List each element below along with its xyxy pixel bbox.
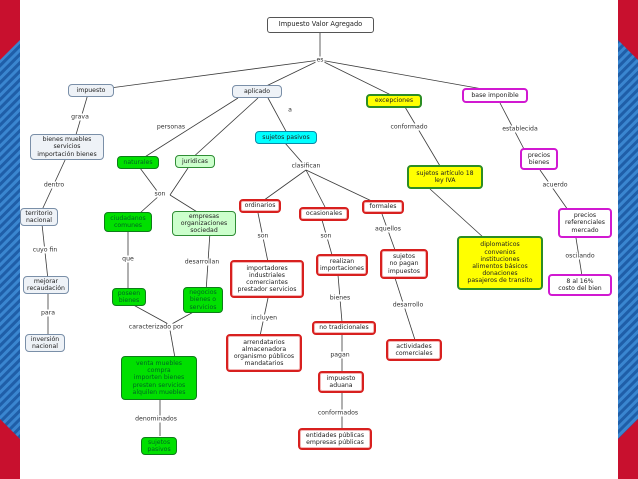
node-territorio[interactable]: territorio nacional xyxy=(20,208,58,226)
node-ordinarios[interactable]: ordinarios xyxy=(239,199,281,213)
label-que: que xyxy=(121,255,135,263)
label-para: para xyxy=(39,309,57,317)
label-son-ordinarios: son xyxy=(256,232,270,240)
label-incluyen: incluyen xyxy=(249,314,279,322)
node-base-imponible[interactable]: base imponible xyxy=(462,88,528,103)
node-impuesto-aduana[interactable]: impuesto aduana xyxy=(318,371,364,393)
node-naturales[interactable]: naturales xyxy=(117,156,159,169)
node-ocho-al-16[interactable]: 8 al 16% costo del bien xyxy=(548,274,612,296)
node-sujetos-articulo[interactable]: sujetos artículo 18 ley IVA xyxy=(407,165,483,189)
node-no-tradicionales[interactable]: no tradicionales xyxy=(312,321,376,335)
label-dentro: dentro xyxy=(42,181,66,189)
node-negocios[interactable]: negocios bienes o servicios xyxy=(183,287,223,313)
node-impuesto[interactable]: impuesto xyxy=(68,84,114,97)
node-realizan[interactable]: realizan importaciones xyxy=(316,254,368,276)
node-formales[interactable]: formales xyxy=(362,200,404,214)
label-son-ocasionales: son xyxy=(319,232,333,240)
label-es: es xyxy=(315,56,325,64)
node-mejorar[interactable]: mejorar recaudación xyxy=(23,276,69,294)
label-clasifican: clasifican xyxy=(290,162,322,170)
label-aquellos: aquellos xyxy=(374,225,402,233)
node-empresas[interactable]: empresas organizaciones sociedad xyxy=(172,211,236,236)
label-cuyo-fin: cuyo fin xyxy=(31,246,59,254)
node-venta-muebles[interactable]: venta muebles compra importen bienes pre… xyxy=(121,356,197,400)
label-denominados: denominados xyxy=(134,415,178,423)
node-precios-bienes[interactable]: precios bienes xyxy=(520,148,558,170)
label-acuerdo: acuerdo xyxy=(541,181,569,189)
label-oscilando: oscilando xyxy=(564,252,596,260)
label-pagan: pagan xyxy=(329,351,351,359)
label-desarrollo: desarrollo xyxy=(391,301,425,309)
node-juridicas[interactable]: juridicas xyxy=(175,155,215,168)
node-ocasionales[interactable]: ocasionales xyxy=(299,207,349,221)
label-a: a xyxy=(287,106,293,114)
label-establecida: establecida xyxy=(501,125,539,133)
node-arrendatarios[interactable]: arrendatarios almacenadora organismo púb… xyxy=(226,334,302,372)
node-excepciones[interactable]: excepciones xyxy=(366,94,422,108)
node-diplomaticos[interactable]: diplomaticos convenios instituciones ali… xyxy=(457,236,543,290)
node-precios-referenciales[interactable]: precios referenciales mercado xyxy=(558,208,612,238)
label-caracterizado: caracterizado por xyxy=(127,323,185,331)
node-entidades[interactable]: entidades públicas empresas públicas xyxy=(298,428,372,450)
label-desarrollan: desarrollan xyxy=(183,258,221,266)
root-node[interactable]: Impuesto Valor Agregado xyxy=(267,17,374,33)
label-bienes: bienes xyxy=(328,294,352,302)
label-grava: grava xyxy=(70,113,90,121)
node-sujetos-pasivos[interactable]: sujetos pasivos xyxy=(255,131,317,144)
node-bienes-muebles[interactable]: bienes muebles servicios importación bie… xyxy=(30,134,104,160)
concept-map-canvas: Impuesto Valor Agregado impuesto bienes … xyxy=(20,0,618,479)
node-inversion[interactable]: inversión nacional xyxy=(25,334,65,352)
label-conformados: conformados xyxy=(316,409,360,417)
label-personas: personas xyxy=(155,123,187,131)
node-ciudadanos[interactable]: ciudadanos comunes xyxy=(104,212,152,232)
node-poseen[interactable]: poseen bienes xyxy=(112,288,146,306)
node-importadores[interactable]: importadores industriales comerciantes p… xyxy=(230,260,304,298)
node-actividades[interactable]: actividades comerciales xyxy=(386,339,442,361)
label-son-personas: son xyxy=(153,190,167,198)
node-sujetos-no-pagan[interactable]: sujetos no pagan impuestos xyxy=(380,249,428,279)
node-aplicado[interactable]: aplicado xyxy=(232,85,282,98)
node-sujetos-pasivos-bottom[interactable]: sujetos pasivos xyxy=(141,437,177,455)
label-conformado: conformado xyxy=(389,123,429,131)
